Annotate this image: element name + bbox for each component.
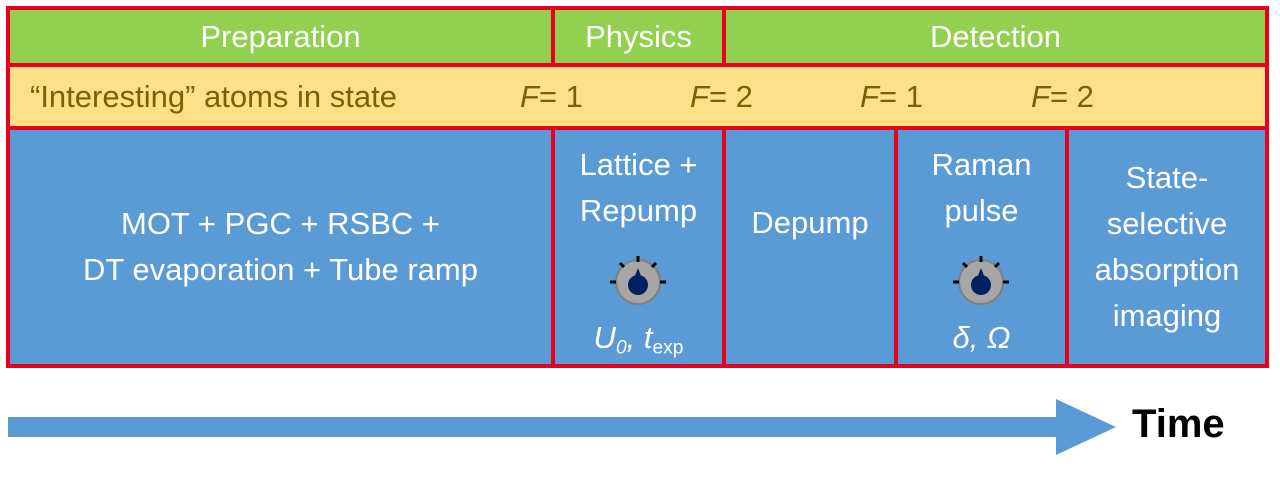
state-row: “Interesting” atoms in state F = 1 F = 2… (6, 63, 1269, 130)
phase-physics: Physics (551, 6, 726, 67)
phase-detection: Detection (722, 6, 1269, 67)
step-raman-label: Raman pulse (931, 147, 1032, 228)
state-value-4: F = 2 (1031, 78, 1094, 114)
lattice-parameters: U0, texp (593, 320, 684, 359)
step-imaging-label: State- selective absorption imaging (1094, 160, 1240, 333)
raman-parameters: δ, Ω (952, 320, 1011, 355)
phase-preparation: Preparation (6, 6, 555, 67)
step-depump-label: Depump (751, 205, 869, 240)
knob-dial-icon (953, 256, 1009, 305)
step-lattice-label: Lattice + Repump (579, 147, 698, 228)
step-raman-pulse: Raman pulse δ, Ω (894, 126, 1069, 368)
step-preparation: MOT + PGC + RSBC + DT evaporation + Tube… (6, 126, 555, 368)
state-value-3: F = 1 (860, 78, 923, 114)
state-row-label: “Interesting” atoms in state (30, 78, 397, 114)
state-value-1: F = 1 (520, 78, 583, 114)
phase-detection-label: Detection (930, 18, 1061, 54)
time-label: Time (1132, 402, 1225, 446)
phase-physics-label: Physics (585, 18, 692, 54)
phase-preparation-label: Preparation (200, 18, 361, 54)
state-value-2: F = 2 (690, 78, 753, 114)
step-imaging: State- selective absorption imaging (1065, 126, 1269, 368)
step-depump: Depump (722, 126, 898, 368)
knob-dial-icon (610, 256, 666, 305)
time-arrow-icon (8, 399, 1116, 455)
step-preparation-text: MOT + PGC + RSBC + DT evaporation + Tube… (83, 206, 478, 287)
step-lattice-repump: Lattice + Repump U0, texp (551, 126, 726, 368)
